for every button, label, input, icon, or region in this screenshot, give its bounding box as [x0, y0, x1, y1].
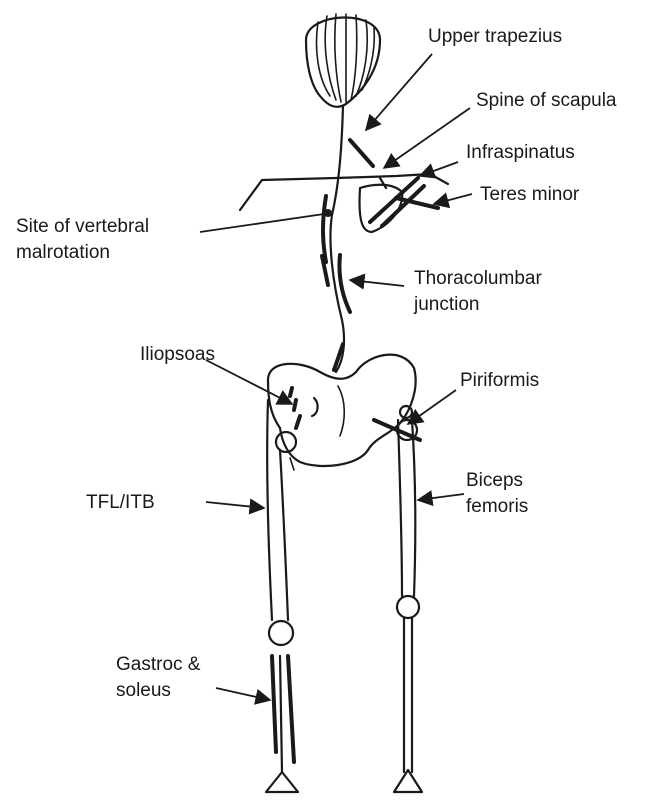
- spine: [322, 106, 373, 372]
- leader-lines: [200, 54, 472, 700]
- pelvis-outline: [268, 355, 420, 466]
- label-infraspinatus: Infraspinatus: [466, 142, 575, 163]
- label-thoracolumbar-line1: Thoracolumbar: [414, 268, 542, 289]
- label-piriformis: Piriformis: [460, 370, 539, 391]
- gastroc-soleus-leader: [216, 688, 270, 700]
- label-upper-trapezius: Upper trapezius: [428, 26, 562, 47]
- piriformis-leader: [408, 390, 456, 424]
- label-biceps-femoris-line2: femoris: [466, 496, 528, 517]
- tfl-itb-leader: [206, 502, 264, 508]
- label-gastroc-line1: Gastroc &: [116, 654, 201, 675]
- label-biceps-femoris-line1: Biceps: [466, 470, 523, 491]
- biceps-femoris-leader: [418, 494, 464, 500]
- thoracolumbar-leader: [350, 280, 404, 286]
- vertebral-malrotation-leader: [200, 214, 324, 232]
- spine-of-scapula-leader: [384, 108, 470, 168]
- label-vertebral-malrotation-line2: malrotation: [16, 242, 110, 263]
- label-tfl-itb: TFL/ITB: [86, 492, 155, 513]
- label-vertebral-malrotation-line1: Site of vertebral: [16, 216, 149, 237]
- teres-minor-leader: [434, 194, 472, 204]
- label-iliopsoas: Iliopsoas: [140, 344, 215, 365]
- label-spine-of-scapula: Spine of scapula: [476, 90, 617, 111]
- infraspinatus-leader: [420, 162, 458, 176]
- label-teres-minor: Teres minor: [480, 184, 580, 205]
- label-gastroc-line2: soleus: [116, 680, 171, 701]
- label-thoracolumbar-line2: junction: [413, 294, 480, 315]
- right-leg: [394, 420, 422, 792]
- iliopsoas-leader: [206, 360, 292, 404]
- shoulder-girdle: [240, 174, 448, 232]
- head-outline: [306, 14, 380, 107]
- labels: Upper trapezius Spine of scapula Infrasp…: [16, 26, 617, 701]
